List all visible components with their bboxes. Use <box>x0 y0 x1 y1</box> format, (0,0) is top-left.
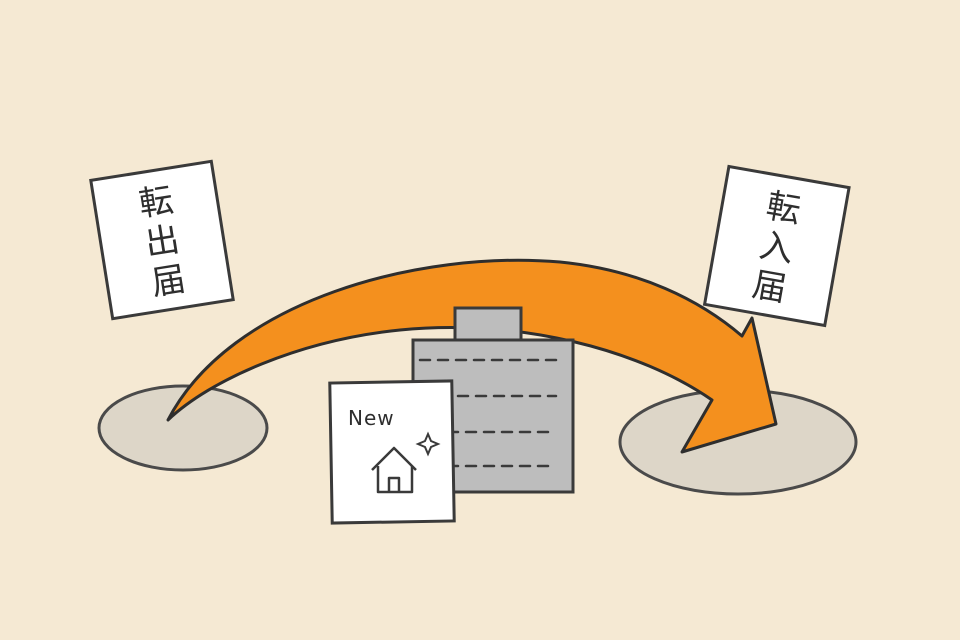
moving-in-form: 転 入 届 <box>702 164 851 328</box>
form-char: 転 <box>136 180 176 225</box>
sparkle-icon <box>415 431 441 457</box>
origin-ground-ellipse <box>97 384 269 472</box>
new-label: New <box>348 406 395 430</box>
form-char: 転 <box>763 186 803 231</box>
form-char: 入 <box>756 225 796 270</box>
moving-out-form: 転 出 届 <box>89 159 235 321</box>
form-char: 届 <box>749 265 789 310</box>
form-char: 出 <box>142 220 182 265</box>
house-icon <box>371 446 417 494</box>
moving-arrow <box>166 258 778 454</box>
new-home-card: New <box>328 379 456 525</box>
form-char: 届 <box>149 259 189 304</box>
